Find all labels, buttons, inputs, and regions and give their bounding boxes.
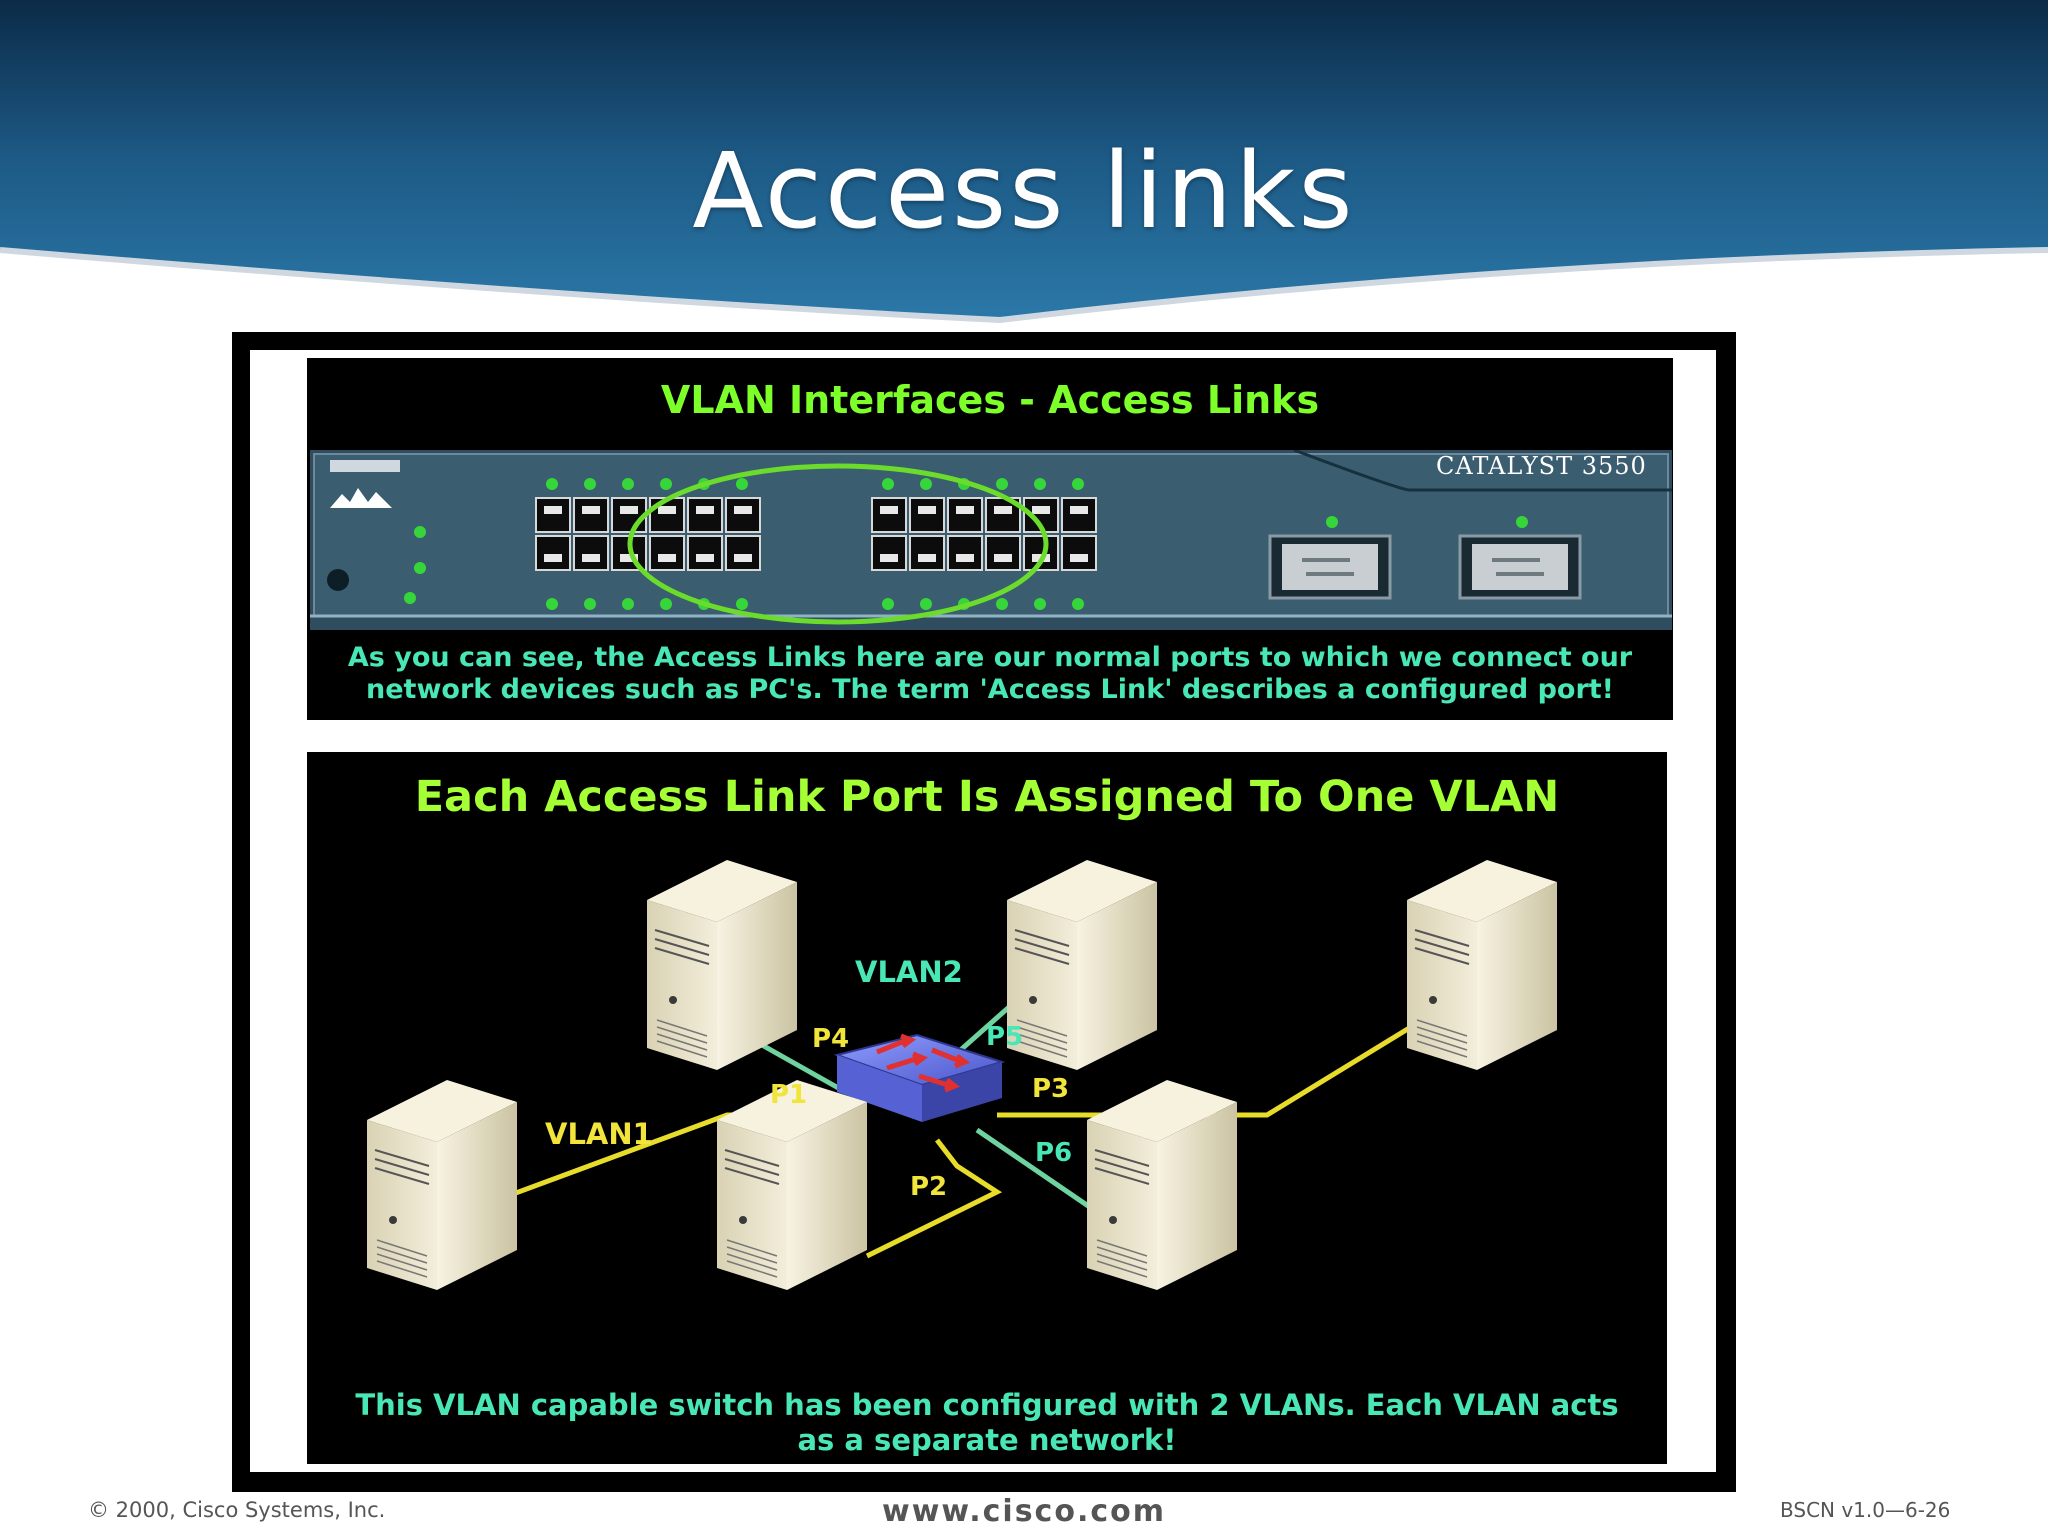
vlan-diagram-panel [307,752,1667,1464]
server-icon [1087,1080,1237,1290]
website-url: www.cisco.com [882,1494,1166,1529]
uplink-module-2 [1458,516,1582,600]
vlan-diagram-title: Each Access Link Port Is Assigned To One… [414,772,1560,822]
switch-panel-caption: As you can see, the Access Links here ar… [330,642,1650,706]
port-p2-label: P2 [910,1172,948,1202]
server-icon [647,860,797,1070]
switch-panel-title: VLAN Interfaces - Access Links [660,378,1320,422]
server-icon [1007,860,1157,1070]
uplink-module-1 [1268,516,1392,600]
server-icon [1407,860,1557,1070]
vlan1-label: VLAN1 [545,1117,653,1151]
access-links-highlight [627,463,1049,625]
port-p1-label: P1 [770,1080,808,1110]
slide-number: BSCN v1.0—6-26 [1780,1498,1951,1522]
vlan2-label: VLAN2 [855,955,963,989]
header-banner [0,0,2048,324]
server-icon [717,1080,867,1290]
caption-line-2: network devices such as PC's. The term '… [366,674,1614,705]
console-port [327,569,349,591]
switch-front-view [310,450,1672,630]
port-p6-label: P6 [1035,1138,1073,1168]
vlan-diagram-caption: This VLAN capable switch has been config… [320,1388,1654,1458]
caption-line-2: as a separate network! [797,1423,1177,1457]
cisco-logo [330,460,400,508]
port-p5-label: P5 [986,1022,1024,1052]
port-p3-label: P3 [1032,1074,1070,1104]
port-p4-label: P4 [812,1024,850,1054]
caption-line-1: This VLAN capable switch has been config… [355,1388,1619,1422]
vlan-network-diagram [367,860,1557,1290]
slide-title: Access links [692,130,1356,252]
caption-line-1: As you can see, the Access Links here ar… [347,642,1633,673]
vlan-switch-icon [833,1033,1006,1122]
copyright-text: © 2000, Cisco Systems, Inc. [88,1498,386,1522]
server-icon [367,1080,517,1290]
device-model-label: CATALYST 3550 [1436,452,1647,480]
